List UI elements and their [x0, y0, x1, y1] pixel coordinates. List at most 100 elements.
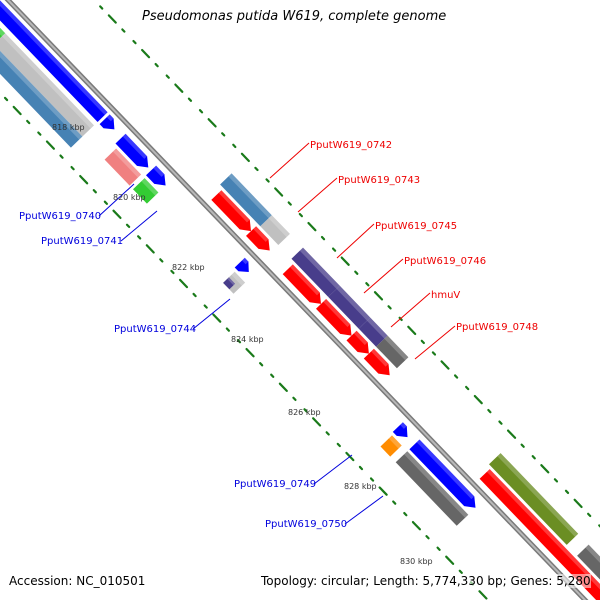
major-tick	[407, 325, 417, 336]
cds-reverse	[234, 257, 249, 272]
cog-slate-shade	[367, 317, 388, 339]
minor-tick	[137, 235, 142, 240]
cds-forward	[211, 190, 251, 232]
cog-slate	[358, 317, 388, 347]
cog-gray-shade	[268, 215, 290, 238]
cog-darkgray	[376, 335, 409, 369]
major-tick	[506, 429, 517, 439]
minor-tick	[365, 282, 370, 287]
major-tick	[107, 14, 117, 24]
minor-tick	[187, 97, 193, 102]
label-leader-line	[192, 298, 231, 330]
cds-reverse	[409, 439, 476, 508]
ruler-label: 822 kbp	[172, 263, 205, 272]
gene-label-forward[interactable]: PputW619_0743	[338, 175, 420, 186]
label-leader-line	[363, 258, 404, 294]
cds-forward	[246, 226, 270, 251]
label-leader-line	[297, 177, 338, 213]
cds-reverse	[0, 0, 108, 122]
cds-reverse	[115, 133, 149, 168]
minor-tick	[236, 338, 242, 344]
cds-reverse-shade	[416, 439, 475, 500]
minor-tick	[358, 465, 364, 471]
minor-tick	[198, 109, 204, 114]
minor-tick	[225, 327, 231, 332]
label-leader-line	[390, 292, 431, 328]
ruler-label: 824 kbp	[231, 335, 264, 344]
label-leaders	[98, 142, 456, 525]
accession-text: Accession: NC_010501	[9, 574, 146, 588]
gene-label-forward[interactable]: PputW619_0746	[404, 256, 486, 267]
cog-steelblue	[220, 173, 272, 227]
gene-label-forward[interactable]: PputW619_0748	[456, 322, 538, 333]
gene-label-reverse[interactable]: PputW619_0744	[114, 324, 196, 335]
minor-tick	[354, 270, 359, 275]
cds-forward-shade	[323, 299, 351, 327]
cds-forward-shade	[218, 190, 250, 223]
cog-gray	[260, 215, 290, 245]
minor-tick	[259, 362, 264, 367]
cog-darkgray	[395, 451, 469, 526]
minor-tick	[270, 373, 275, 378]
major-tick	[312, 417, 322, 427]
major-tick	[473, 394, 483, 405]
major-tick	[45, 140, 55, 150]
major-tick	[440, 360, 450, 370]
minor-tick	[287, 201, 292, 206]
cds-forward	[316, 299, 352, 336]
cog-pink	[104, 148, 142, 186]
minor-tick	[70, 165, 75, 171]
cds-forward-shade	[486, 469, 600, 590]
gene-label-reverse[interactable]: PputW619_0741	[41, 236, 123, 247]
minor-tick	[203, 304, 208, 309]
major-tick	[12, 105, 22, 116]
gene-label-forward[interactable]: hmuV	[431, 290, 460, 301]
major-tick	[478, 590, 488, 600]
cds-reverse	[146, 165, 166, 186]
cog-olive-shade	[497, 453, 579, 537]
ruler-label: 826 kbp	[288, 408, 321, 417]
ruler-label: 820 kbp	[113, 193, 146, 202]
minor-tick	[331, 247, 337, 252]
minor-tick	[221, 132, 226, 137]
gene-label-reverse[interactable]: PputW619_0749	[234, 479, 316, 490]
major-tick	[112, 209, 122, 220]
cds-reverse	[99, 114, 115, 130]
minor-tick	[431, 351, 437, 356]
gene-label-reverse[interactable]: PputW619_0740	[19, 211, 101, 222]
minor-tick	[232, 143, 237, 149]
cog-slate-shade	[299, 247, 340, 289]
major-tick	[174, 83, 184, 93]
minor-tick	[498, 420, 503, 425]
cds-forward	[346, 330, 369, 354]
gene-label-forward[interactable]: PputW619_0742	[310, 140, 392, 151]
cog-green	[133, 178, 159, 204]
labels: 818 kbp 820 kbp 822 kbp 824 kbp 826 kbp …	[19, 123, 538, 566]
label-leader-line	[414, 325, 456, 360]
minor-tick	[487, 408, 492, 414]
cog-darkgray-shade	[404, 451, 469, 518]
cds-forward-shade	[353, 330, 368, 345]
minor-tick	[587, 512, 592, 518]
minor-tick	[458, 569, 463, 574]
minor-tick	[520, 443, 525, 448]
gene-label-reverse[interactable]: PputW619_0750	[265, 519, 347, 530]
cds-reverse-shade	[106, 114, 114, 122]
major-tick	[274, 187, 284, 197]
label-leader-line	[120, 210, 158, 242]
minor-tick	[192, 292, 197, 298]
minor-tick	[3, 96, 9, 102]
minor-tick	[436, 546, 441, 551]
major-tick	[145, 244, 155, 254]
major-tick	[178, 278, 189, 289]
cds-reverse-shade	[242, 257, 249, 265]
gene-label-forward[interactable]: PputW619_0745	[375, 221, 457, 232]
minor-tick	[265, 178, 270, 183]
cog-slate	[223, 277, 236, 290]
minor-tick	[103, 200, 109, 205]
major-tick	[540, 464, 550, 474]
